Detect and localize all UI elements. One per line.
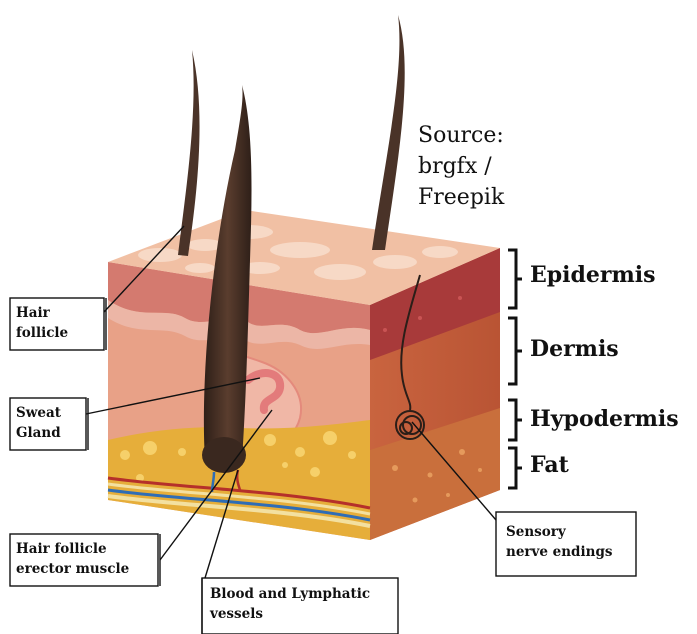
source-line-2: brgfx / <box>418 151 504 182</box>
label-hair-follicle-line-1: Hair <box>16 303 68 323</box>
label-sensory-nerve-line-1: Sensory <box>506 522 612 542</box>
label-hair-follicle-line-2: follicle <box>16 323 68 343</box>
label-sweat-gland: Sweat Gland <box>16 403 61 443</box>
label-blood-vessels-line-2: vessels <box>210 604 370 624</box>
label-blood-vessels-line-1: Blood and Lymphatic <box>210 584 370 604</box>
label-sweat-gland-line-2: Gland <box>16 423 61 443</box>
label-erector-muscle-line-1: Hair follicle <box>16 539 129 559</box>
label-blood-vessels: Blood and Lymphatic vessels <box>210 584 370 624</box>
label-erector-muscle-line-2: erector muscle <box>16 559 129 579</box>
source-line-1: Source: <box>418 120 504 151</box>
layer-label-fat: Fat <box>530 452 569 478</box>
label-sweat-gland-line-1: Sweat <box>16 403 61 423</box>
layer-label-dermis: Dermis <box>530 336 619 362</box>
layer-label-epidermis: Epidermis <box>530 262 656 288</box>
source-line-3: Freepik <box>418 182 504 213</box>
source-credit: Source: brgfx / Freepik <box>418 120 504 213</box>
label-sensory-nerve: Sensory nerve endings <box>506 522 612 562</box>
layer-label-hypodermis: Hypodermis <box>530 406 679 432</box>
label-sensory-nerve-line-2: nerve endings <box>506 542 612 562</box>
label-hair-follicle: Hair follicle <box>16 303 68 343</box>
layer-brackets <box>508 250 522 488</box>
label-erector-muscle: Hair follicle erector muscle <box>16 539 129 579</box>
